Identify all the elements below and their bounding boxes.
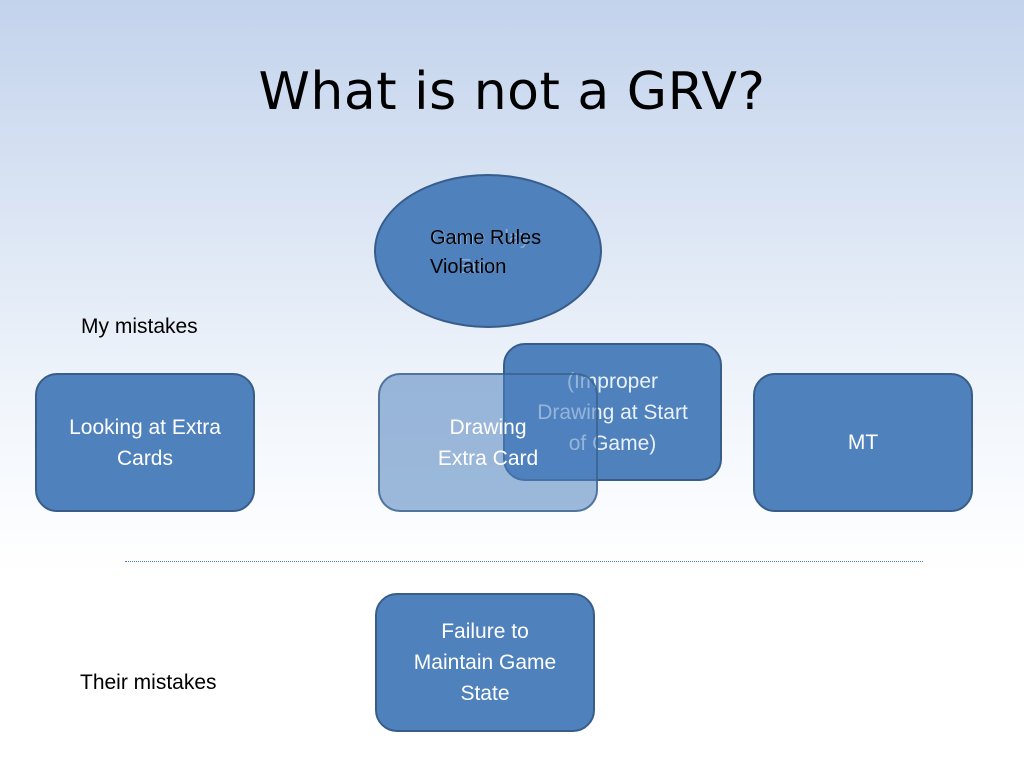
my-mistakes-label: My mistakes bbox=[81, 315, 198, 338]
mt-box: MT bbox=[753, 373, 973, 512]
their-mistakes-label: Their mistakes bbox=[80, 671, 217, 694]
slide-title: What is not a GRV? bbox=[258, 62, 766, 122]
game-play-error-ghost-text: Game Play Error bbox=[431, 227, 530, 278]
failure-to-maintain-game-state-box: Failure to Maintain Game State bbox=[375, 593, 595, 732]
game-rules-violation-text: Game Rules Violation bbox=[430, 227, 542, 278]
section-divider bbox=[125, 561, 923, 562]
looking-at-extra-cards-box: Looking at Extra Cards bbox=[35, 373, 255, 512]
game-rules-violation-ellipse bbox=[374, 174, 602, 328]
drawing-extra-card-box: Drawing Extra Card bbox=[378, 373, 598, 512]
